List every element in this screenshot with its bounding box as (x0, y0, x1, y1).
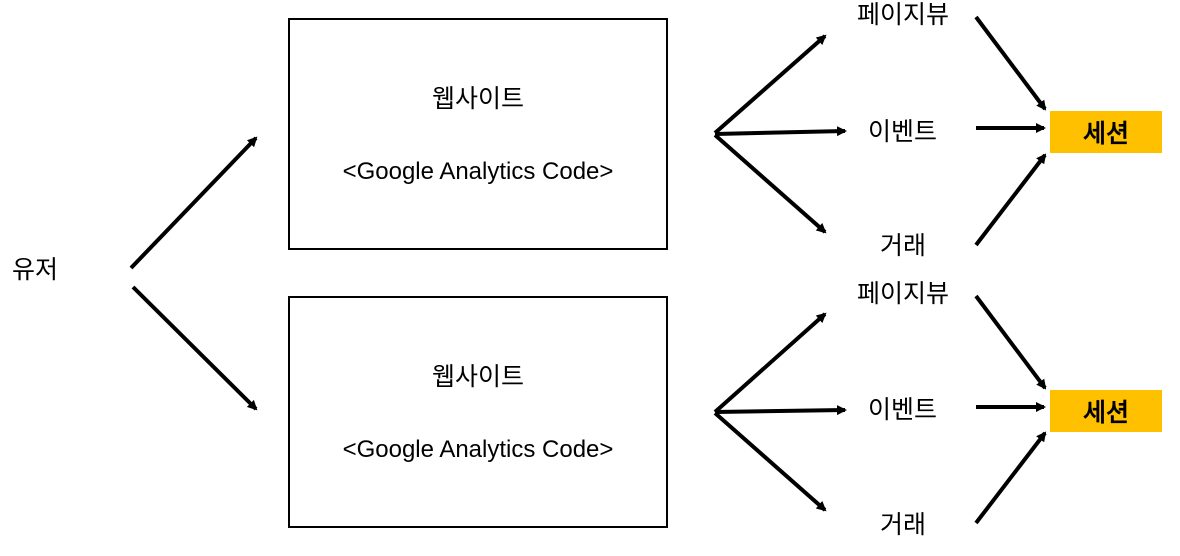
session-box-2: 세션 (1050, 390, 1162, 432)
pageview-label-2: 페이지뷰 (857, 279, 950, 308)
event-label-1: 이벤트 (868, 117, 938, 146)
website-title-2: 웹사이트 (431, 362, 524, 391)
website-title-1: 웹사이트 (431, 84, 524, 113)
user-label: 유저 (12, 255, 59, 284)
arrow-website-2-to-event (714, 405, 847, 416)
event-label-2: 이벤트 (868, 395, 938, 424)
arrow-website-1-to-transaction (713, 133, 827, 234)
website-box-1: 웹사이트 <Google Analytics Code> (288, 18, 668, 250)
arrow-user-to-website-1 (129, 136, 258, 270)
session-label-1: 세션 (1082, 119, 1129, 148)
arrow-website-1-to-pageview (713, 34, 827, 135)
arrow-website-2-to-pageview (713, 312, 827, 414)
arrow-user-to-website-2 (131, 285, 258, 411)
transaction-label-1: 거래 (880, 231, 927, 260)
arrow-website-1-to-event (714, 126, 847, 137)
arrow-transaction-2-to-session (974, 431, 1047, 525)
pageview-label-1: 페이지뷰 (857, 0, 950, 29)
arrow-transaction-1-to-session (974, 153, 1047, 247)
session-label-2: 세션 (1082, 398, 1129, 427)
session-box-1: 세션 (1050, 111, 1162, 153)
arrow-pageview-2-to-session (974, 294, 1047, 390)
arrow-pageview-1-to-session (974, 15, 1047, 111)
analytics-code-label-2: <Google Analytics Code> (342, 436, 614, 463)
analytics-code-label-1: <Google Analytics Code> (342, 158, 614, 185)
website-box-2: 웹사이트 <Google Analytics Code> (288, 296, 668, 528)
arrow-website-2-to-transaction (713, 411, 827, 512)
transaction-label-2: 거래 (880, 510, 927, 539)
